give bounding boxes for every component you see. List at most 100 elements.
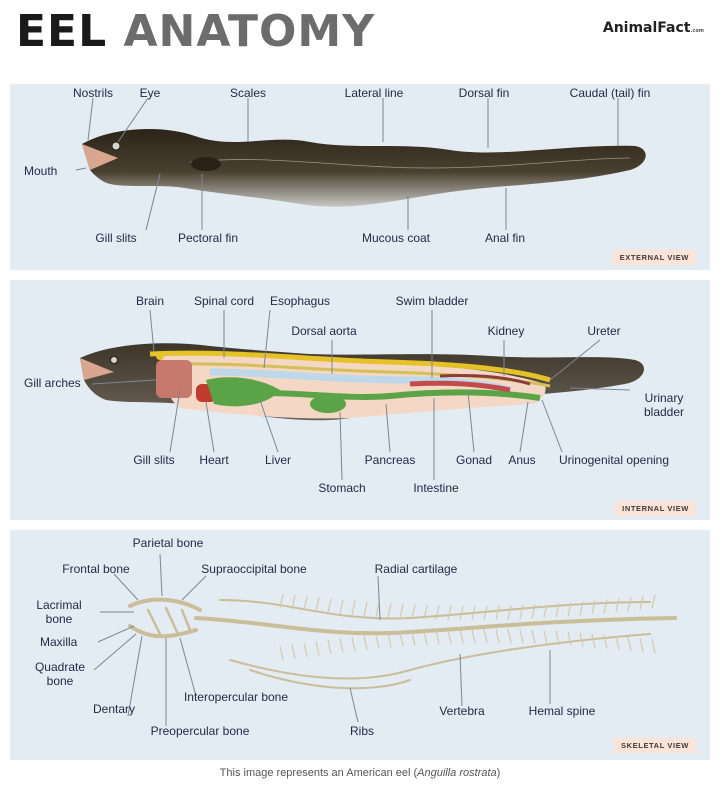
radial-ray [315, 641, 320, 656]
radial-ray [651, 639, 656, 654]
label-brain: Brain [135, 294, 165, 308]
label-stomach: Stomach [318, 481, 366, 495]
brand-name: AnimalFact [602, 20, 691, 36]
label-scales: Scales [229, 86, 267, 100]
radial-ray [519, 629, 524, 644]
label-vertebra: Vertebra [439, 704, 485, 718]
radial-ray [375, 602, 380, 617]
radial-ray [531, 629, 536, 644]
radial-ray [567, 602, 572, 617]
radial-ray [363, 601, 368, 616]
label-anal-fin: Anal fin [484, 231, 526, 245]
label-radial-cartilage: Radial cartilage [374, 562, 458, 576]
radial-ray [483, 628, 488, 643]
skeletal-leader-lines [93, 553, 551, 726]
label-dorsal-fin: Dorsal fin [458, 86, 510, 100]
radial-ray [591, 633, 596, 648]
radial-ray [471, 628, 476, 644]
label-lacrimal-bone: Lacrimal bone [36, 598, 82, 626]
label-swim-bladder: Swim bladder [395, 294, 469, 308]
skull-upper [128, 597, 202, 612]
radial-ray [363, 635, 368, 650]
radial-ray [627, 597, 632, 612]
label-urinary-bladder: Urinary bladder [643, 391, 685, 419]
radial-ray [291, 595, 296, 610]
label-spinal-cord: Spinal cord [193, 294, 255, 308]
skeletal-eel-illustration [93, 553, 677, 726]
radial-ray [447, 605, 452, 620]
label-preopercular-bone: Preopercular bone [150, 724, 250, 738]
organ-stomach [310, 395, 346, 413]
organ-gonad [409, 380, 511, 393]
label-maxilla: Maxilla [40, 635, 78, 649]
radial-ray [615, 635, 620, 650]
label-anus: Anus [508, 453, 536, 467]
organ-spinal-cord [149, 350, 551, 383]
radial-ray [471, 605, 476, 621]
radial-ray [459, 629, 464, 644]
radial-ray [279, 645, 284, 661]
skull-jaw [128, 624, 198, 639]
internal-view-tag: INTERNAL VIEW [615, 501, 696, 516]
radial-ray [507, 628, 512, 644]
radial-ray [639, 595, 644, 611]
radial-ray [555, 630, 560, 646]
label-eye: Eye [139, 86, 161, 100]
eel-lateral-line [189, 157, 631, 169]
label-supraoccipital-bone: Supraoccipital bone [201, 562, 307, 576]
eel-eye-internal [110, 356, 118, 364]
eel-skeleton [128, 597, 677, 690]
radial-ray [327, 639, 332, 654]
ventral-ribs [229, 633, 651, 680]
caption-species: Anguilla rostrata [417, 767, 497, 779]
image-caption: This image represents an American eel (A… [0, 767, 720, 779]
radial-ray [519, 604, 524, 620]
radial-ray [543, 603, 548, 618]
radial-ray [543, 630, 548, 645]
eel-mouth-internal [80, 358, 114, 380]
eel-pectoral-fin [191, 157, 221, 171]
radial-ray [351, 636, 356, 652]
organ-digestive-tract [239, 389, 541, 401]
radial-ray [327, 598, 332, 613]
radial-ray [435, 605, 440, 620]
radial-ray [495, 605, 500, 620]
label-dentary: Dentary [92, 702, 136, 716]
radial-ray [435, 629, 440, 645]
label-gill-slits: Gill slits [95, 231, 137, 245]
label-liver: Liver [264, 453, 292, 467]
label-parietal-bone: Parietal bone [132, 536, 204, 550]
radial-ray [603, 599, 608, 614]
internal-leader-lines [91, 309, 631, 481]
radial-ray [579, 632, 584, 647]
caption-prefix: This image represents an American eel ( [219, 767, 418, 779]
rib-lower-arc [249, 669, 411, 690]
brand-tld: .com [690, 28, 704, 34]
label-mouth: Mouth [24, 164, 58, 178]
label-gonad: Gonad [455, 453, 493, 467]
radial-ray [531, 604, 536, 619]
external-eel-illustration [75, 97, 646, 231]
page-title: EEL ANATOMY [16, 6, 375, 57]
radial-ray [399, 632, 404, 647]
radial-ray [603, 634, 608, 649]
radial-ray [387, 603, 392, 618]
label-urinogenital-opening: Urinogenital opening [558, 453, 670, 467]
radial-ray [315, 597, 320, 612]
radial-ray [303, 642, 308, 657]
label-hemal-spine: Hemal spine [528, 704, 596, 718]
label-pectoral-fin: Pectoral fin [177, 231, 239, 245]
radial-ray [339, 638, 344, 653]
radial-ray [423, 605, 428, 620]
radial-ray [399, 603, 404, 619]
internal-view-panel: Brain Spinal cord Esophagus Swim bladder… [10, 280, 710, 520]
label-dorsal-aorta: Dorsal aorta [291, 324, 357, 338]
skull-bracing [146, 606, 192, 636]
eel-mouth [82, 144, 118, 170]
external-view-tag: EXTERNAL VIEW [612, 250, 696, 265]
label-gill-slits-internal: Gill slits [133, 453, 175, 467]
label-intestine: Intestine [413, 481, 459, 495]
radial-ray [627, 636, 632, 651]
radial-ray [615, 598, 620, 613]
label-mucous-coat: Mucous coat [361, 231, 431, 245]
